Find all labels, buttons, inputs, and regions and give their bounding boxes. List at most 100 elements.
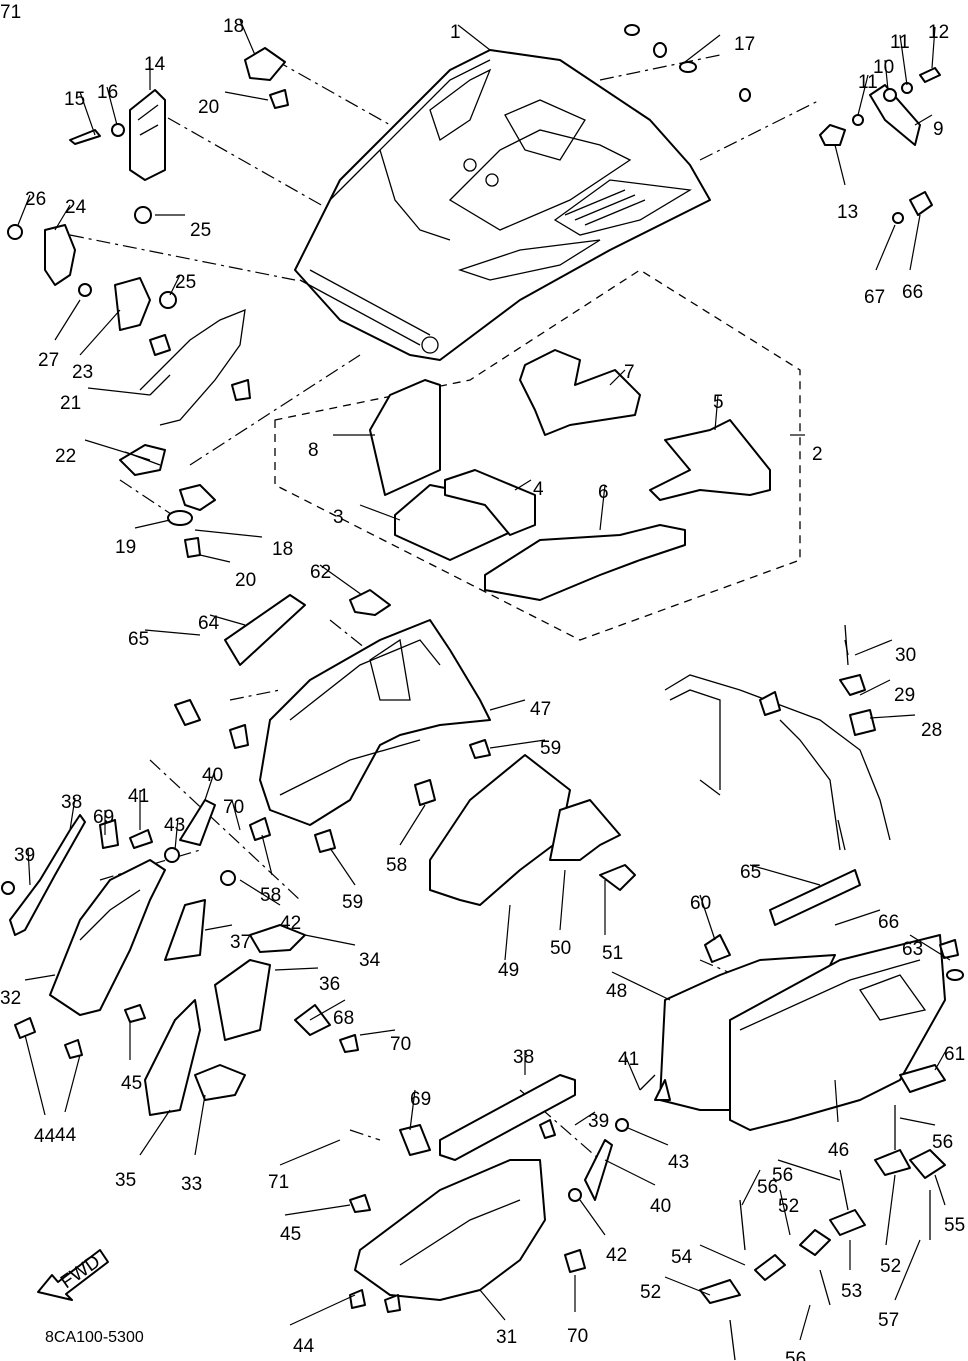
- leader-line: [479, 1289, 506, 1321]
- screws: [729, 624, 931, 1361]
- leader-line: [289, 1294, 356, 1326]
- leader-line: [319, 564, 363, 596]
- leader-line: [139, 1109, 171, 1156]
- callout-67: 67: [864, 287, 885, 308]
- leader-line: [69, 797, 76, 831]
- callout-38: 38: [61, 792, 82, 813]
- leader-line: [24, 1034, 46, 1116]
- callout-49: 49: [498, 960, 519, 981]
- leader-line: [574, 1111, 596, 1126]
- callout-71: 71: [268, 1172, 289, 1193]
- callout-69: 69: [93, 807, 114, 828]
- callout-44: 44: [34, 1126, 56, 1147]
- leader-line: [599, 484, 606, 531]
- callout-57: 57: [878, 1310, 899, 1331]
- callout-45: 45: [121, 1073, 142, 1094]
- callout-35: 35: [115, 1170, 136, 1191]
- leader-line: [699, 1244, 746, 1266]
- callout-45: 45: [280, 1224, 301, 1245]
- callout-12: 12: [928, 22, 949, 43]
- leader-line: [329, 847, 356, 886]
- leader-line: [611, 971, 671, 1001]
- leader-line: [857, 74, 869, 116]
- middle-left-frame: [174, 589, 491, 853]
- callout-42: 42: [606, 1245, 627, 1266]
- leader-line: [194, 529, 263, 538]
- leader-line: [54, 299, 81, 341]
- callout-31: 31: [496, 1327, 517, 1348]
- callout-6: 6: [598, 482, 609, 503]
- leader-line: [169, 274, 181, 296]
- callout-3: 3: [333, 507, 344, 528]
- callout-40: 40: [202, 765, 223, 786]
- callout-70: 70: [390, 1034, 411, 1055]
- leader-line: [859, 679, 891, 696]
- leader-line: [457, 24, 491, 51]
- leader-line: [714, 394, 719, 431]
- leader-line: [875, 224, 896, 271]
- callout-46: 46: [828, 1140, 849, 1161]
- leader-line: [894, 1239, 921, 1301]
- leader-line: [489, 699, 526, 711]
- leader-line: [931, 26, 936, 69]
- leader-line: [239, 19, 256, 56]
- callout-43: 43: [164, 815, 185, 836]
- leader-line: [834, 144, 846, 186]
- left-lower-assembly: [1, 799, 359, 1116]
- leader-line: [106, 86, 118, 126]
- callout-70: 70: [567, 1326, 588, 1347]
- bottom-right-assembly: [639, 869, 964, 1304]
- leader-line: [24, 974, 56, 981]
- callout-41: 41: [618, 1049, 639, 1070]
- leader-line: [749, 864, 821, 886]
- callout-15: 15: [64, 89, 85, 110]
- leader-line: [885, 1174, 896, 1246]
- callout-70: 70: [223, 797, 244, 818]
- callout-58: 58: [386, 855, 407, 876]
- callout-17: 17: [734, 34, 755, 55]
- callout-10: 10: [873, 57, 894, 78]
- callout-56: 56: [932, 1132, 953, 1153]
- sound-pads: [369, 349, 771, 601]
- leader-line: [174, 817, 179, 851]
- leader-line: [514, 479, 532, 491]
- leader-line: [627, 1127, 669, 1146]
- leader-line: [79, 309, 121, 356]
- leader-line: [209, 614, 246, 626]
- leader-line: [699, 894, 716, 941]
- callout-65: 65: [128, 629, 149, 650]
- callout-60: 60: [690, 893, 711, 914]
- leader-line: [899, 34, 908, 86]
- leader-line: [274, 967, 319, 971]
- callout-30: 30: [895, 645, 916, 666]
- leader-line: [899, 1117, 936, 1126]
- leader-line: [224, 91, 269, 101]
- callout-66: 66: [878, 912, 899, 933]
- callout-71: 71: [0, 2, 21, 23]
- leader-line: [504, 904, 511, 961]
- callout-32: 32: [0, 988, 21, 1009]
- leader-line: [261, 834, 273, 876]
- callout-55: 55: [944, 1215, 965, 1236]
- callout-18: 18: [272, 539, 293, 560]
- leader-line: [579, 1199, 606, 1236]
- callout-34: 34: [359, 950, 381, 971]
- callout-56: 56: [785, 1349, 806, 1361]
- leader-line: [54, 204, 71, 231]
- callout-61: 61: [944, 1044, 965, 1065]
- leader-line: [914, 114, 933, 126]
- callout-36: 36: [319, 974, 340, 995]
- leader-line: [134, 519, 171, 529]
- leader-line: [624, 1054, 641, 1091]
- callout-56: 56: [772, 1165, 793, 1186]
- callout-39: 39: [14, 845, 35, 866]
- callout-25: 25: [175, 272, 196, 293]
- callout-54: 54: [671, 1247, 693, 1268]
- callout-2: 2: [812, 444, 823, 465]
- leader-line: [359, 504, 401, 521]
- side-panels: [429, 754, 636, 906]
- leader-line: [834, 1079, 839, 1123]
- callout-20: 20: [198, 97, 219, 118]
